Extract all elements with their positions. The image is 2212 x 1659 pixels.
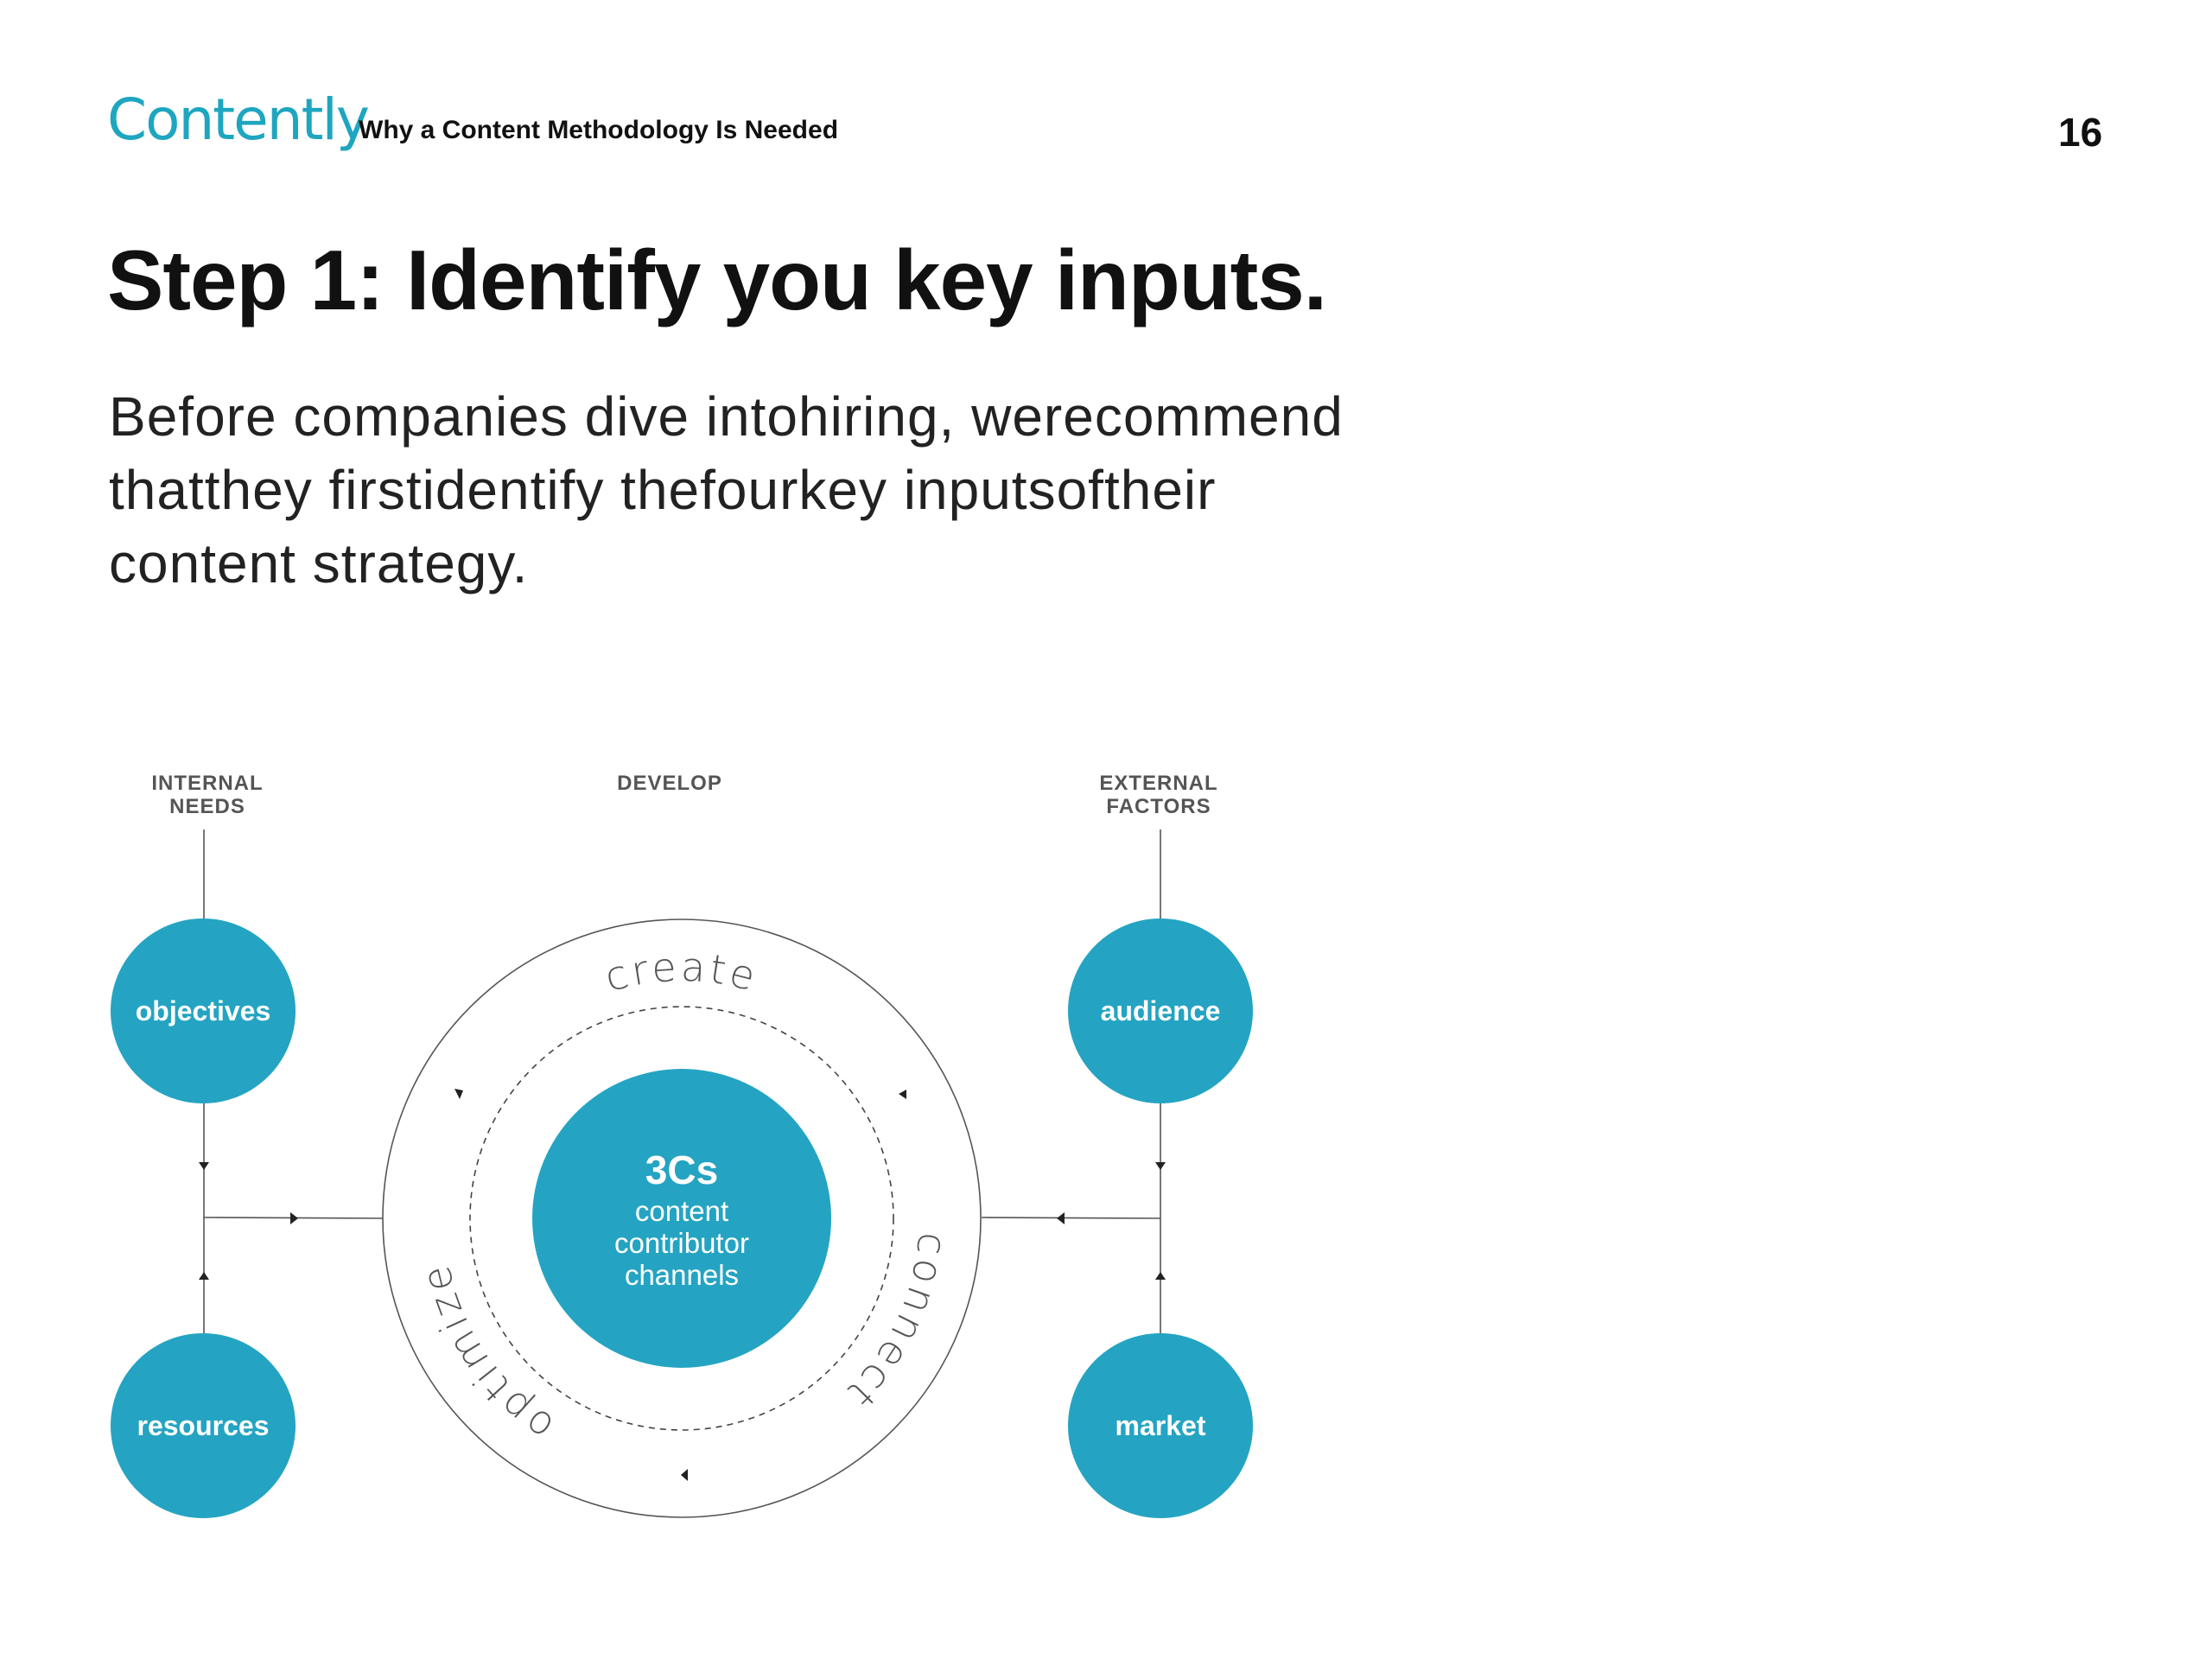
center-line-channels: channels — [625, 1259, 739, 1291]
arrow-right-icon — [290, 1212, 298, 1224]
resources-node — [111, 1333, 296, 1518]
paragraph-line: thatthey firstidentify thefourkey inputs… — [109, 459, 1217, 521]
internal-needs-label-line2: NEEDS — [169, 795, 245, 818]
paragraph-line: Before companies dive intohiring, wereco… — [109, 385, 1344, 448]
arrow-heads — [199, 1089, 1166, 1481]
section-subtitle: Why a Content Methodology Is Needed — [359, 116, 839, 144]
cycle-arrow-icon — [899, 1090, 906, 1099]
cycle-arrow-icon — [681, 1469, 688, 1481]
external-factors-label-line2: FACTORS — [1106, 795, 1211, 818]
center-3cs-circle — [532, 1069, 831, 1368]
cycle-label-create: create — [600, 944, 763, 1001]
arrow-up-icon — [199, 1272, 209, 1280]
arrow-up-icon — [1155, 1272, 1166, 1280]
objectives-node — [111, 918, 296, 1103]
develop-label: DEVELOP — [617, 772, 722, 795]
objectives-label: objectives — [136, 995, 271, 1027]
center-line-content: content — [635, 1195, 728, 1227]
inner-dashed-ring — [469, 1006, 894, 1431]
center-line-contributor: contributor — [614, 1227, 749, 1259]
resources-label: resources — [137, 1410, 270, 1441]
arrow-down-icon — [1155, 1162, 1166, 1170]
connector-lines — [203, 830, 1161, 1333]
arrow-left-icon — [1057, 1212, 1065, 1224]
cycle-arrow-icon — [454, 1089, 463, 1099]
paragraph-line: content strategy. — [109, 532, 529, 594]
contently-logo: Contently — [107, 86, 370, 153]
cycle-label-optimize: optimize — [411, 1258, 562, 1451]
page-title: Step 1: Identify you key inputs. — [107, 232, 1327, 327]
cycle-label-connect: connect — [836, 1230, 957, 1419]
audience-label: audience — [1101, 995, 1221, 1027]
market-label: market — [1116, 1410, 1206, 1441]
market-node — [1068, 1333, 1253, 1518]
external-factors-label-line1: EXTERNAL — [1099, 772, 1217, 795]
arrow-down-icon — [199, 1162, 209, 1170]
intro-paragraph: Before companies dive intohiring, wereco… — [109, 380, 1344, 601]
page-number: 16 — [2058, 110, 2103, 155]
outer-cycle-ring — [382, 918, 982, 1518]
internal-needs-label-line1: INTERNAL — [151, 772, 263, 795]
center-title: 3Cs — [645, 1147, 718, 1192]
audience-node — [1068, 918, 1253, 1103]
